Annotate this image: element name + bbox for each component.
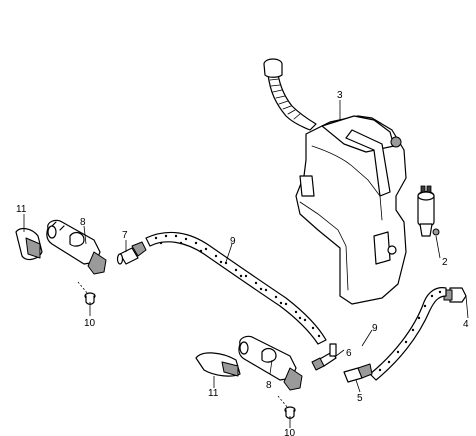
- callout-10-upper: 10: [84, 318, 96, 329]
- callout-11-upper: 11: [16, 204, 27, 215]
- washer-hose-right: [369, 287, 447, 381]
- washer-hose-top: [145, 231, 327, 345]
- callout-8-upper: 8: [80, 217, 86, 228]
- callout-3: 3: [337, 90, 343, 101]
- headlight-washer-nozzle-lower: [238, 335, 303, 391]
- callout-7: 7: [122, 230, 128, 241]
- washer-pump: [417, 185, 440, 237]
- nozzle-cover-cap-upper: [15, 227, 43, 261]
- t-connector: [311, 343, 337, 371]
- callout-4: 4: [463, 319, 469, 330]
- callout-5: 5: [357, 393, 363, 404]
- headlight-washer-nozzle-upper: [46, 219, 107, 275]
- callout-11-lower: 11: [208, 388, 219, 399]
- callout-6: 6: [346, 348, 352, 359]
- nozzle-cover-cap-lower: [195, 352, 241, 377]
- callout-9-top: 9: [230, 236, 236, 247]
- hose-connector-5: [343, 363, 373, 383]
- callout-8-lower: 8: [266, 380, 272, 391]
- callout-10-lower: 10: [284, 428, 296, 436]
- washer-fluid-reservoir: [263, 58, 407, 305]
- hose-connector: [443, 287, 467, 303]
- bolt-upper: [84, 292, 96, 305]
- callout-labels: 3 2 4 6 5 9 9 7 8 8 11 11 10 10: [16, 90, 469, 436]
- leader-lines: [23, 100, 469, 428]
- callout-9-right: 9: [372, 323, 378, 334]
- callout-2: 2: [442, 257, 448, 268]
- hose-connector-7: [116, 241, 147, 265]
